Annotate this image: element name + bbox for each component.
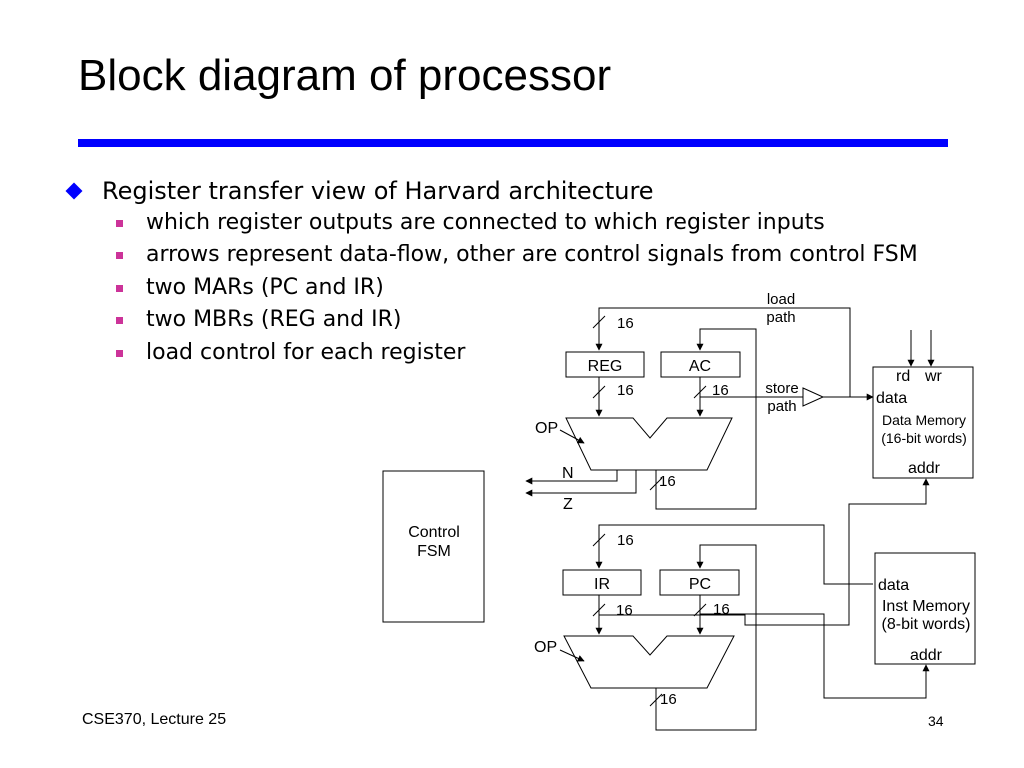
bus-width-tick (592, 315, 606, 329)
pc-to-inst-addr-wire (700, 613, 930, 699)
store-path-buffer (802, 387, 825, 407)
data-memory-box (872, 366, 974, 479)
square-bullet-icon (116, 252, 123, 259)
square-bullet-icon (116, 285, 123, 292)
bullet-main-text: Register transfer view of Harvard archit… (102, 177, 654, 205)
data-memory-name: Data Memory (882, 412, 966, 428)
alu-to-ac-wire (655, 328, 757, 510)
sub-bullet-text: arrows represent data-flow, other are co… (146, 242, 918, 267)
data-memory-wr: wr (924, 368, 943, 385)
data-memory-data: data (876, 390, 907, 407)
slide-title: Block diagram of processor (78, 51, 612, 100)
ir-register (562, 569, 642, 596)
sub-bullet-text: two MBRs (REG and IR) (146, 307, 402, 332)
bus-width-tick (693, 603, 707, 617)
ir-to-data-addr-wire (599, 478, 930, 626)
bus-width-tick (592, 385, 606, 399)
bus-width-tick (592, 603, 606, 617)
pc-register (659, 569, 740, 596)
page-number: 34 (928, 713, 944, 729)
sub-bullet-text: two MARs (PC and IR) (146, 275, 384, 300)
bus-width-tick (649, 477, 663, 491)
data-memory-rd: rd (896, 368, 910, 385)
store-path-label-2: path (767, 398, 796, 415)
control-fsm-box (382, 470, 485, 623)
z-flag-wire (525, 470, 637, 497)
square-bullet-icon (116, 317, 123, 324)
alu-lower (563, 635, 735, 689)
z-flag-label: Z (563, 496, 573, 513)
inst-memory-data: data (878, 577, 909, 594)
pc-label: PC (689, 576, 711, 593)
n-flag-wire (525, 470, 618, 485)
control-fsm-label-2: FSM (417, 543, 451, 560)
inst-memory-box (874, 552, 976, 665)
bus-width-label: 16 (713, 601, 730, 618)
data-memory-word-size: (16-bit words) (881, 430, 967, 446)
alu-op-label: OP (534, 639, 557, 656)
bus-width-tick (649, 693, 663, 707)
reg-label: REG (588, 358, 623, 375)
alu-op-label: OP (535, 420, 558, 437)
load-path-wire (595, 307, 851, 397)
reg-register (565, 351, 645, 378)
alu-op-wire (559, 429, 585, 444)
alu-upper (565, 417, 733, 471)
alu-op-wire (559, 649, 585, 662)
bus-width-label: 16 (659, 473, 676, 490)
sub-bullet-text: which register outputs are connected to … (146, 210, 825, 235)
data-memory-addr: addr (908, 460, 941, 477)
inst-memory-name: Inst Memory (882, 598, 970, 615)
bus-width-tick (693, 385, 707, 399)
sub-bullet-text: load control for each register (146, 340, 466, 365)
alu-to-pc-wire (655, 544, 757, 731)
bus-width-label: 16 (712, 382, 729, 399)
title-underline (78, 139, 948, 147)
ir-label: IR (594, 576, 610, 593)
footer-course: CSE370, Lecture 25 (82, 711, 227, 728)
load-path-label-1: load (767, 291, 795, 308)
bus-width-label: 16 (660, 691, 677, 708)
square-bullet-icon (116, 220, 123, 227)
control-fsm-label-1: Control (408, 524, 460, 541)
bus-width-label: 16 (617, 532, 634, 549)
load-path-label-2: path (766, 309, 795, 326)
bus-width-label: 16 (617, 315, 634, 332)
ac-label: AC (689, 358, 711, 375)
store-path-label-1: store (765, 380, 798, 397)
inst-memory-addr: addr (910, 647, 943, 664)
bus-width-label: 16 (616, 602, 633, 619)
square-bullet-icon (116, 350, 123, 357)
bus-width-tick (592, 533, 606, 547)
inst-memory-word-size: (8-bit words) (882, 616, 971, 633)
bus-width-label: 16 (617, 382, 634, 399)
n-flag-label: N (562, 465, 574, 482)
